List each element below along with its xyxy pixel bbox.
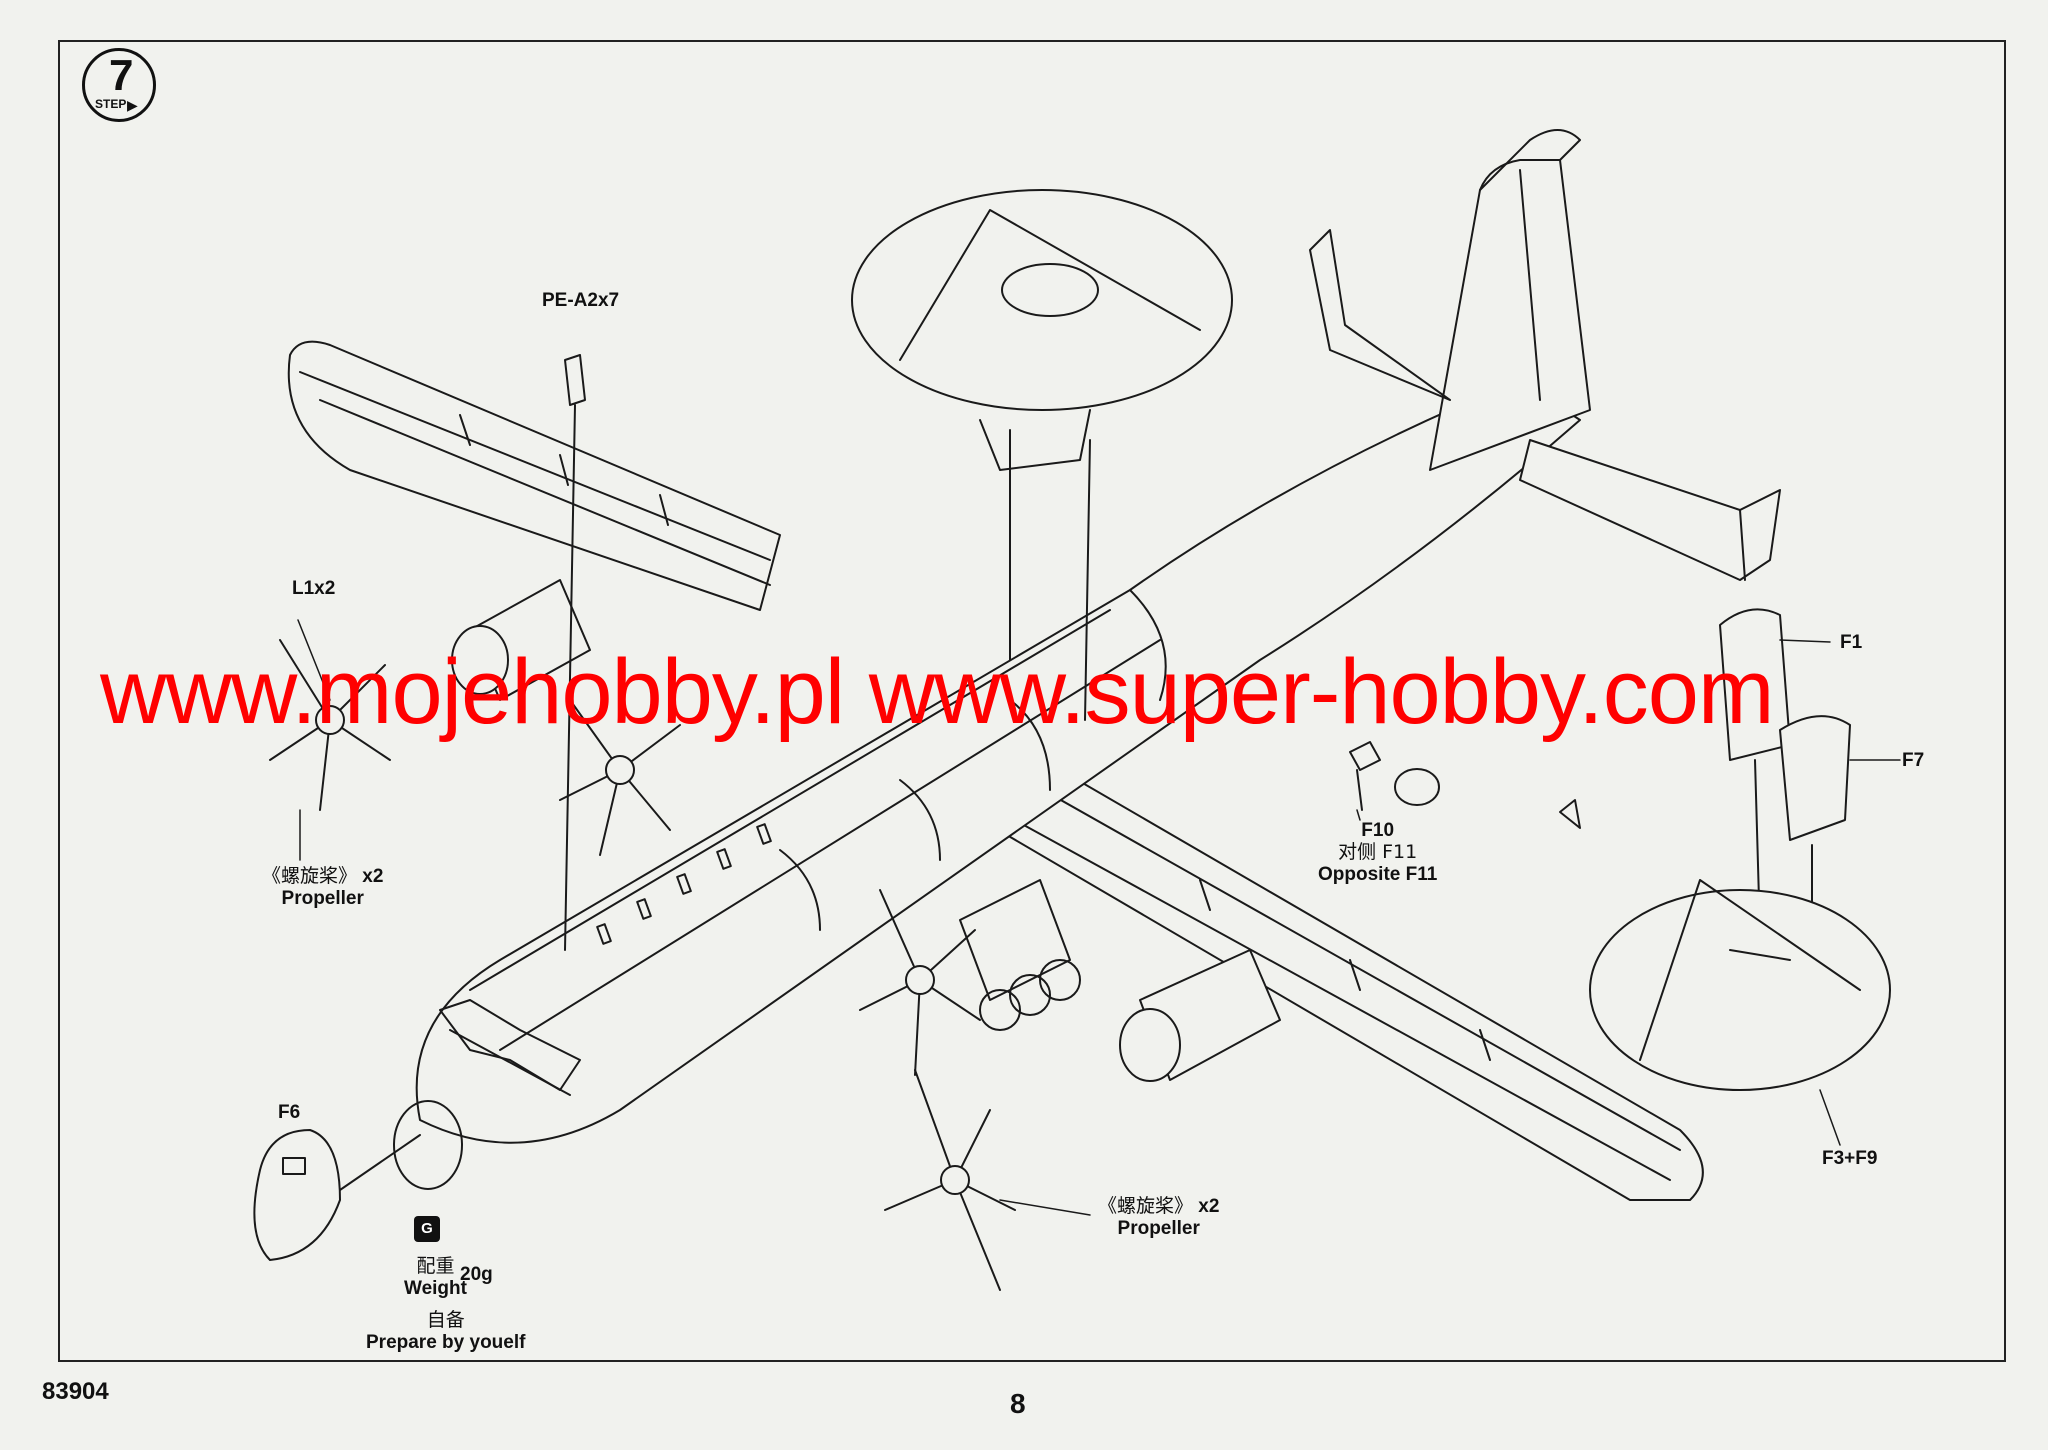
kit-code: 83904 [42, 1378, 109, 1405]
label-f10-group: F10 对侧 F11 Opposite F11 [1318, 820, 1437, 886]
radar-dome [851, 189, 1233, 721]
label-f1: F1 [1840, 632, 1863, 653]
page-frame [58, 40, 2006, 1362]
label-prepare: 自备 Prepare by youelf [366, 1309, 526, 1354]
label-f6: F6 [278, 1102, 301, 1123]
step-badge: 7 STEP ▶ [82, 48, 156, 122]
propeller-right-en: Propeller [1117, 1217, 1200, 1239]
weight-icon: G [414, 1216, 440, 1242]
weight-cn: 配重 [416, 1255, 455, 1277]
left-wing [287, 340, 781, 611]
nose-cockpit [393, 999, 581, 1190]
propeller-left-en: Propeller [281, 887, 364, 909]
label-pe-a2: PE-A2x7 [542, 290, 620, 311]
weight-en: Weight [404, 1277, 467, 1299]
right-wing [929, 734, 1704, 1201]
label-f11-en: Opposite F11 [1318, 863, 1438, 885]
label-l1: L1x2 [292, 578, 336, 599]
engines [451, 579, 1281, 1082]
label-propeller-right: 《螺旋桨》 x2 Propeller [1098, 1195, 1220, 1240]
detail-circle-tail [1589, 879, 1891, 1091]
propeller-left-qty: x2 [362, 866, 384, 887]
label-f10: F10 [1361, 820, 1395, 841]
label-f3-f9: F3+F9 [1822, 1148, 1878, 1169]
pe-part [564, 354, 586, 951]
label-f11-cn: 对侧 F11 [1338, 840, 1418, 863]
prepare-cn: 自备 [426, 1309, 465, 1331]
propeller-right-qty: x2 [1198, 1196, 1220, 1217]
horizontal-stabilisers [1309, 229, 1781, 581]
label-weight-value: 20g [460, 1264, 493, 1285]
prepare-en: Prepare by youelf [366, 1331, 526, 1353]
propellers [269, 639, 1016, 1291]
label-weight: 配重 Weight [404, 1255, 467, 1300]
arrow-right-icon: ▶ [127, 97, 138, 113]
page-number: 8 [1010, 1388, 1026, 1419]
nose-cone-part [253, 1129, 421, 1261]
label-propeller-left: 《螺旋桨》 x2 Propeller [262, 865, 384, 910]
watermark-text: www.mojehobby.pl www.super-hobby.com [100, 641, 1775, 743]
vertical-tail [1429, 129, 1591, 471]
label-f7: F7 [1902, 750, 1925, 771]
step-word: STEP [95, 97, 127, 111]
small-parts [1349, 741, 1581, 829]
control-surface-parts [1719, 608, 1851, 961]
cabin-windows [596, 823, 772, 945]
propeller-right-cn: 《螺旋桨》 [1098, 1195, 1194, 1217]
leader-lines [297, 619, 1901, 1216]
propeller-left-cn: 《螺旋桨》 [262, 865, 358, 887]
step-number: 7 [109, 51, 134, 100]
